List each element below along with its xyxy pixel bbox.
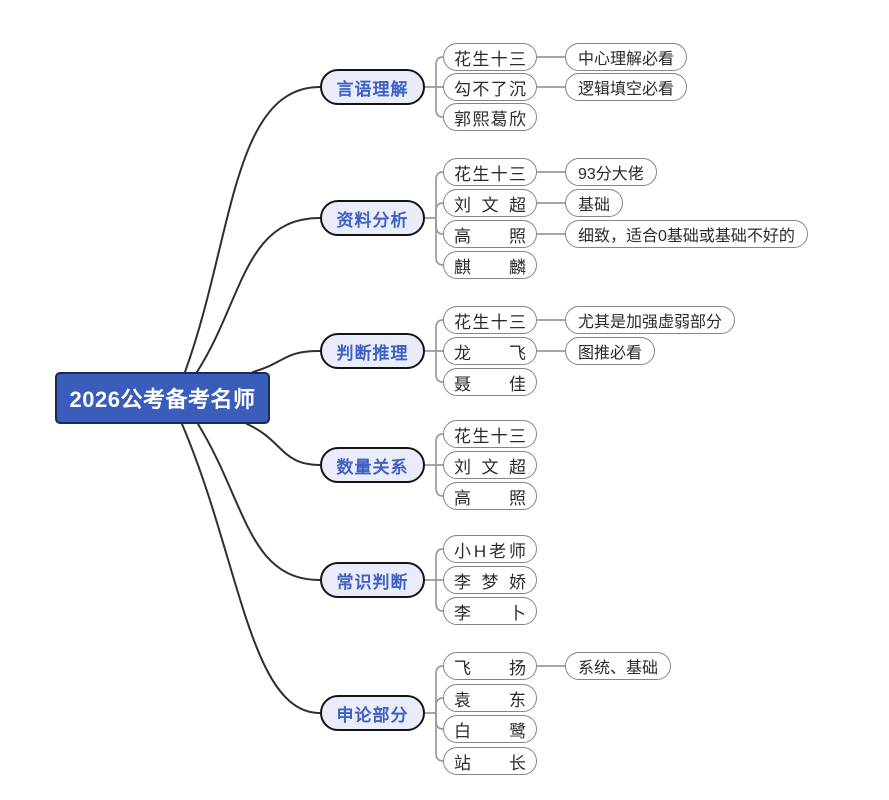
note-node[interactable]: 逻辑填空必看 (565, 73, 688, 101)
teacher-label: 白鹭 (454, 721, 526, 741)
teacher-label: 聂佳 (454, 374, 526, 394)
note-label: 细致，适合0基础或基础不好的 (578, 228, 795, 245)
teacher-node[interactable]: 高照 (443, 220, 537, 248)
teacher-label: 刘文超 (454, 195, 526, 215)
teacher-node[interactable]: 袁东 (443, 684, 537, 712)
teacher-label: 麒麟 (454, 257, 526, 277)
teacher-node[interactable]: 刘文超 (443, 189, 537, 217)
branch-label: 常识判断 (336, 572, 409, 592)
teacher-node[interactable]: 花生十三 (443, 306, 537, 334)
teacher-node[interactable]: 李卜 (443, 597, 537, 625)
note-label: 尤其是加强虚弱部分 (578, 314, 723, 331)
note-node[interactable]: 图推必看 (565, 337, 656, 365)
teacher-node[interactable]: 勾不了沉 (443, 73, 537, 101)
branch-node-shenlun[interactable]: 申论部分 (320, 695, 425, 731)
teacher-node[interactable]: 高照 (443, 482, 537, 510)
note-label: 系统、基础 (578, 660, 659, 677)
teacher-label: 高照 (454, 488, 526, 508)
branch-label: 申论部分 (336, 705, 409, 725)
note-node[interactable]: 基础 (565, 189, 624, 217)
teacher-node[interactable]: 白鹭 (443, 715, 537, 743)
teacher-label: 高照 (454, 226, 526, 246)
branch-node-changshi[interactable]: 常识判断 (320, 562, 425, 598)
branch-label: 言语理解 (336, 79, 409, 99)
note-node[interactable]: 细致，适合0基础或基础不好的 (565, 220, 808, 248)
teacher-node[interactable]: 郭熙葛欣 (443, 103, 537, 131)
teacher-node[interactable]: 花生十三 (443, 420, 537, 448)
teacher-label: 郭熙葛欣 (454, 109, 526, 129)
teacher-node[interactable]: 龙飞 (443, 337, 537, 365)
teacher-label: 花生十三 (454, 49, 526, 69)
note-label: 基础 (578, 197, 611, 214)
teacher-label: 李卜 (454, 603, 526, 623)
teacher-label: 袁东 (454, 690, 526, 710)
branch-node-panduan[interactable]: 判断推理 (320, 333, 425, 369)
teacher-label: 花生十三 (454, 312, 526, 332)
branch-node-shuliang[interactable]: 数量关系 (320, 447, 425, 483)
teacher-label: 花生十三 (454, 164, 526, 184)
note-label: 图推必看 (578, 345, 643, 362)
branch-label: 资料分析 (336, 210, 409, 230)
branch-node-ziliao[interactable]: 资料分析 (320, 200, 425, 236)
note-node[interactable]: 尤其是加强虚弱部分 (565, 306, 736, 334)
root-node[interactable]: 2026公考备考名师 (55, 372, 270, 424)
teacher-label: 龙飞 (454, 343, 526, 363)
note-label: 中心理解必看 (578, 51, 675, 68)
teacher-label: 飞扬 (454, 658, 526, 678)
teacher-node[interactable]: 小H老师 (443, 535, 537, 563)
teacher-node[interactable]: 刘文超 (443, 451, 537, 479)
teacher-node[interactable]: 花生十三 (443, 43, 537, 71)
note-label: 逻辑填空必看 (578, 81, 675, 98)
teacher-node[interactable]: 聂佳 (443, 368, 537, 396)
branch-node-yuyan[interactable]: 言语理解 (320, 69, 425, 105)
teacher-node[interactable]: 花生十三 (443, 158, 537, 186)
branch-label: 判断推理 (336, 343, 409, 363)
teacher-label: 站长 (454, 753, 526, 773)
teacher-label: 刘文超 (454, 457, 526, 477)
root-node-label: 2026公考备考名师 (69, 387, 256, 412)
teacher-node[interactable]: 麒麟 (443, 251, 537, 279)
note-node[interactable]: 93分大佬 (565, 158, 657, 186)
note-node[interactable]: 中心理解必看 (565, 43, 688, 71)
note-label: 93分大佬 (578, 166, 644, 183)
branch-child-edges (424, 56, 566, 762)
branch-label: 数量关系 (336, 457, 409, 477)
teacher-node[interactable]: 飞扬 (443, 652, 537, 680)
teacher-node[interactable]: 李梦娇 (443, 566, 537, 594)
teacher-label: 李梦娇 (454, 572, 526, 592)
teacher-label: 花生十三 (454, 426, 526, 446)
teacher-label: 小H老师 (454, 541, 526, 561)
note-node[interactable]: 系统、基础 (565, 652, 672, 680)
root-branch-edges (181, 86, 321, 714)
teacher-node[interactable]: 站长 (443, 747, 537, 775)
teacher-label: 勾不了沉 (454, 79, 526, 99)
